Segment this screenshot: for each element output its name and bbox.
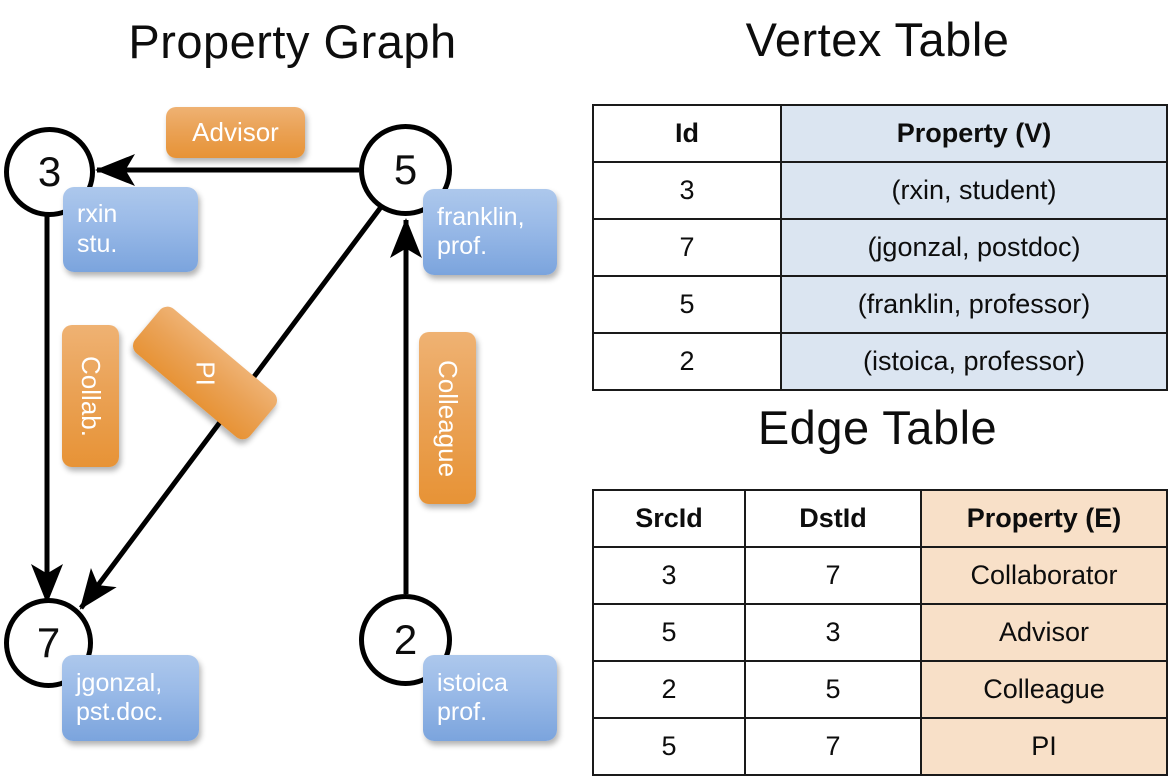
vertex-table-header-id: Id bbox=[592, 104, 782, 163]
vertex-property-box-7-line2: pst.doc. bbox=[76, 698, 164, 726]
vertex-table-header-row: Id Property (V) bbox=[592, 104, 1168, 163]
edge-table-cell-dstid: 7 bbox=[744, 546, 922, 605]
vertex-property-box-5-line2: prof. bbox=[437, 232, 488, 260]
property-graph-diagram: 3 5 7 2 rxin stu. franklin, prof. jgonza… bbox=[0, 0, 585, 760]
vertex-property-box-2-line2: prof. bbox=[437, 698, 488, 726]
edge-label-collab-text: Collab. bbox=[76, 355, 106, 437]
vertex-property-box-5[interactable]: franklin, prof. bbox=[423, 189, 557, 275]
edge-table-header-row: SrcId DstId Property (E) bbox=[592, 489, 1168, 548]
graph-node-7-label: 7 bbox=[36, 619, 61, 666]
edge-table-cell-property: Colleague bbox=[920, 660, 1168, 719]
vertex-property-box-5-line1: franklin, bbox=[437, 202, 525, 231]
vertex-table-cell-property: (franklin, professor) bbox=[780, 275, 1168, 334]
edge-table-cell-srcid: 5 bbox=[592, 717, 746, 776]
edge-label-colleague[interactable]: Colleague bbox=[419, 332, 476, 504]
graph-node-2[interactable]: 2 bbox=[359, 594, 452, 686]
table-row[interactable]: 5 (franklin, professor) bbox=[592, 275, 1168, 334]
edge-table: SrcId DstId Property (E) 3 7 Collaborato… bbox=[592, 489, 1168, 776]
graph-node-5-label: 5 bbox=[393, 146, 418, 193]
table-row[interactable]: 5 3 Advisor bbox=[592, 603, 1168, 662]
edge-table-cell-dstid: 7 bbox=[744, 717, 922, 776]
vertex-property-box-2[interactable]: istoica prof. bbox=[423, 655, 557, 741]
vertex-table-cell-property: (rxin, student) bbox=[780, 161, 1168, 220]
table-row[interactable]: 5 7 PI bbox=[592, 717, 1168, 776]
edge-table-header-dstid: DstId bbox=[744, 489, 922, 548]
edge-table-header-property: Property (E) bbox=[920, 489, 1168, 548]
vertex-table-cell-id: 7 bbox=[592, 218, 782, 277]
edge-table-cell-srcid: 2 bbox=[592, 660, 746, 719]
vertex-table-cell-id: 5 bbox=[592, 275, 782, 334]
edge-label-advisor-text: Advisor bbox=[192, 117, 279, 147]
edge-table-cell-dstid: 3 bbox=[744, 603, 922, 662]
edge-label-pi-text: PI bbox=[190, 360, 221, 386]
table-row[interactable]: 3 (rxin, student) bbox=[592, 161, 1168, 220]
edge-table-header-srcid: SrcId bbox=[592, 489, 746, 548]
vertex-property-box-3-line2: stu. bbox=[77, 229, 118, 258]
vertex-property-box-3-line1: rxin bbox=[77, 200, 118, 228]
graph-node-3-label: 3 bbox=[37, 148, 62, 195]
edge-label-advisor[interactable]: Advisor bbox=[166, 107, 305, 158]
edge-table-cell-dstid: 5 bbox=[744, 660, 922, 719]
graph-node-5[interactable]: 5 bbox=[359, 124, 452, 216]
vertex-property-box-3[interactable]: rxin stu. bbox=[63, 187, 198, 272]
edge-table-cell-srcid: 3 bbox=[592, 546, 746, 605]
vertex-property-box-7-line1: jgonzal, bbox=[76, 668, 163, 697]
vertex-table: Id Property (V) 3 (rxin, student) 7 (jgo… bbox=[592, 104, 1168, 391]
table-row[interactable]: 2 (istoica, professor) bbox=[592, 332, 1168, 391]
vertex-table-cell-property: (istoica, professor) bbox=[780, 332, 1168, 391]
page-title-vertex-table: Vertex Table bbox=[745, 13, 1010, 66]
page-title-property-graph: Property Graph bbox=[128, 15, 457, 68]
vertex-property-box-7[interactable]: jgonzal, pst.doc. bbox=[62, 655, 199, 741]
table-row[interactable]: 7 (jgonzal, postdoc) bbox=[592, 218, 1168, 277]
edge-label-collab[interactable]: Collab. bbox=[62, 325, 119, 467]
edge-table-cell-property: Collaborator bbox=[920, 546, 1168, 605]
table-row[interactable]: 2 5 Colleague bbox=[592, 660, 1168, 719]
graph-node-2-label: 2 bbox=[393, 616, 418, 663]
vertex-table-cell-id: 2 bbox=[592, 332, 782, 391]
vertex-property-box-2-line1: istoica bbox=[437, 668, 508, 697]
edge-table-cell-property: PI bbox=[920, 717, 1168, 776]
page-title-edge-table: Edge Table bbox=[757, 401, 998, 454]
table-row[interactable]: 3 7 Collaborator bbox=[592, 546, 1168, 605]
edge-label-colleague-text: Colleague bbox=[433, 359, 463, 477]
vertex-table-cell-property: (jgonzal, postdoc) bbox=[780, 218, 1168, 277]
edge-table-cell-srcid: 5 bbox=[592, 603, 746, 662]
vertex-table-header-property: Property (V) bbox=[780, 104, 1168, 163]
vertex-table-cell-id: 3 bbox=[592, 161, 782, 220]
edge-table-cell-property: Advisor bbox=[920, 603, 1168, 662]
